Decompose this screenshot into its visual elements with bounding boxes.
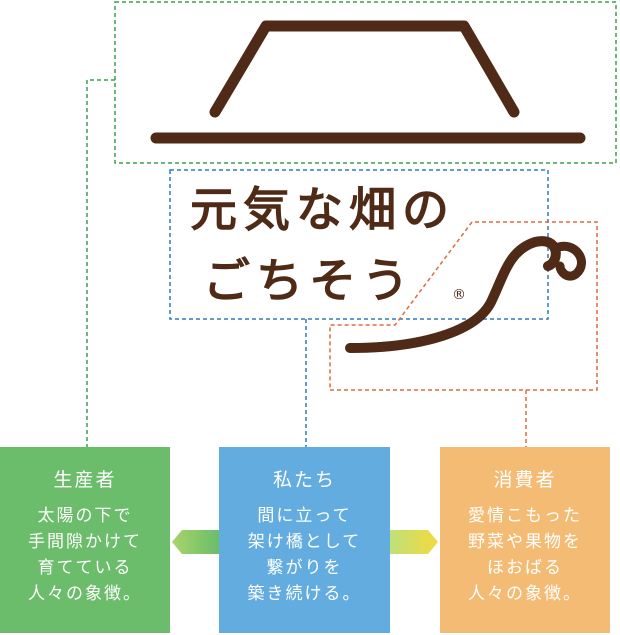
producer-title: 生産者	[53, 469, 117, 491]
registered-mark: ®	[452, 287, 466, 303]
consumer-box: 消費者 愛情こもった 野菜や果物を ほおばる 人々の象徴。	[440, 447, 610, 633]
consumer-line: 愛情こもった	[468, 506, 582, 526]
us-line: 繋がりを	[266, 558, 343, 578]
leaf-curve-icon	[551, 241, 586, 281]
logo-title-line2: ごちそう	[203, 254, 415, 309]
hat-icon	[209, 20, 520, 118]
us-box: 私たち 間に立って 架け橋として 繋がりを 築き続ける。	[219, 447, 390, 633]
producer-connector-line	[86, 79, 115, 447]
arrow-to-producer-icon	[172, 530, 219, 554]
us-title: 私たち	[272, 469, 336, 491]
consumer-title: 消費者	[493, 469, 557, 491]
producer-line: 人々の象徴。	[28, 584, 142, 604]
consumer-description: 愛情こもった 野菜や果物を ほおばる 人々の象徴。	[440, 503, 610, 607]
logo-title-line1: 元気な畑の	[190, 183, 455, 238]
arrow-to-consumer-icon	[390, 530, 438, 554]
us-description: 間に立って 架け橋として 繋がりを 築き続ける。	[219, 503, 390, 607]
text-highlight-frame	[169, 169, 549, 320]
producer-line: 手間隙かけて	[28, 532, 142, 552]
producer-line: 育てている	[37, 558, 133, 578]
us-line: 築き続ける。	[247, 584, 362, 604]
producer-description: 太陽の下で 手間隙かけて 育てている 人々の象徴。	[0, 503, 170, 607]
curve-highlight-frame	[329, 221, 598, 391]
hat-highlight-frame	[114, 1, 617, 164]
producer-box: 生産者 太陽の下で 手間隙かけて 育てている 人々の象徴。	[0, 447, 170, 633]
consumer-line: 人々の象徴。	[468, 584, 582, 604]
us-line: 架け橋として	[247, 532, 362, 552]
us-line: 間に立って	[257, 506, 352, 526]
producer-line: 太陽の下で	[37, 506, 133, 526]
consumer-line: 野菜や果物を	[468, 532, 582, 552]
consumer-line: ほおばる	[487, 558, 563, 578]
